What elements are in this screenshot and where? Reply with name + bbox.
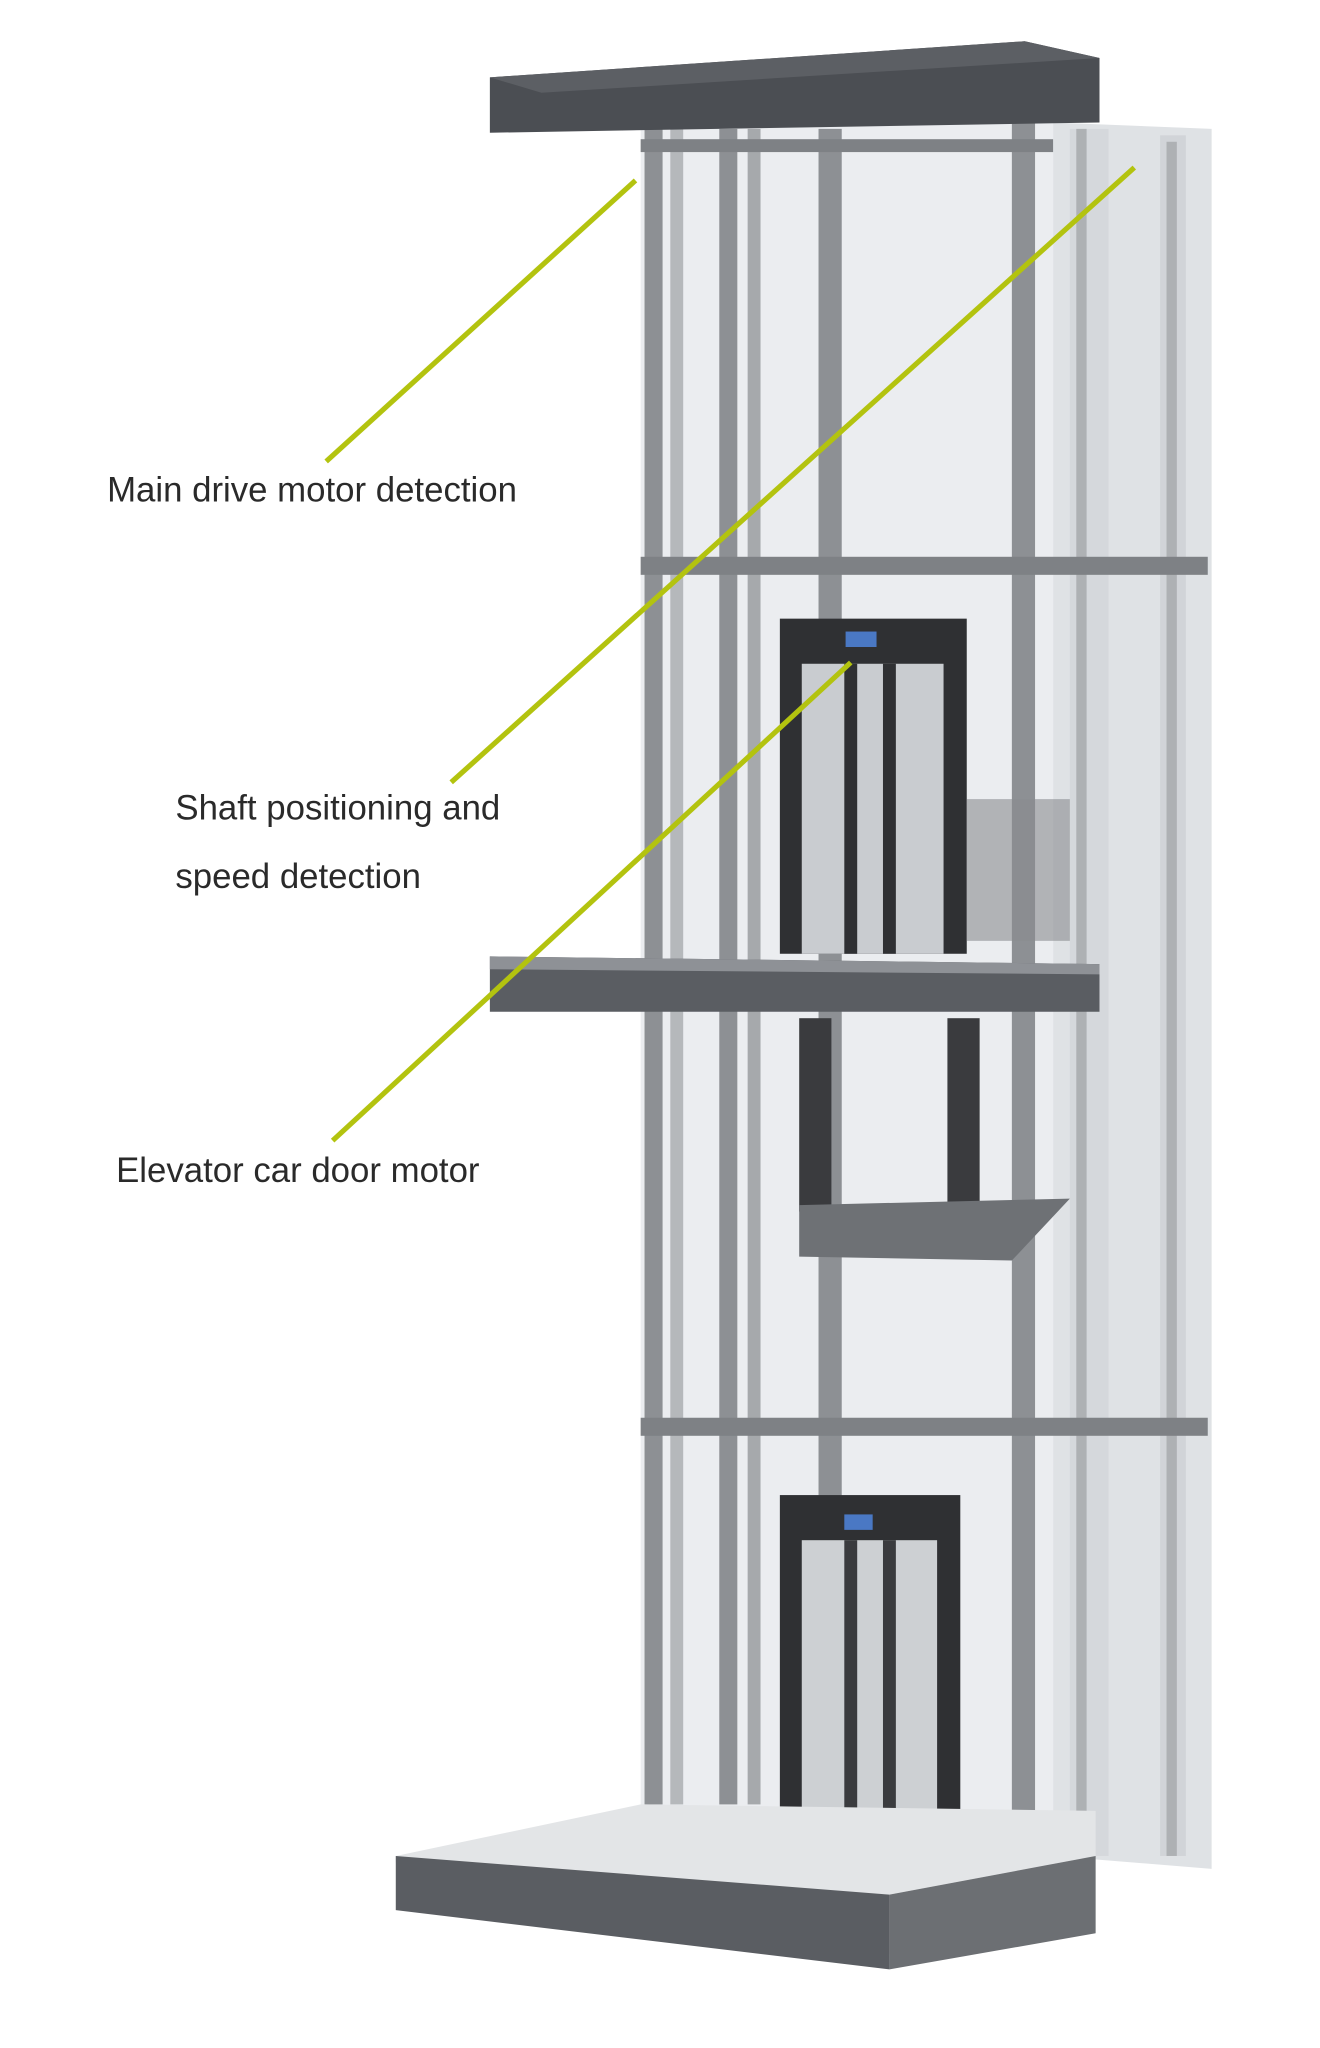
callout-line-door-motor <box>330 660 853 1143</box>
middle-elevator-car <box>799 1018 1070 1261</box>
label-main-drive: Main drive motor detection <box>107 471 517 509</box>
frame-beams <box>640 139 1208 1436</box>
label-shaft-line2: speed detection <box>175 858 421 896</box>
label-door-motor: Elevator car door motor <box>116 1152 479 1190</box>
upper-elevator-car <box>779 618 1070 954</box>
ground-elevator-door <box>779 1495 961 1837</box>
callout-line-shaft <box>449 165 1137 785</box>
callout-line-main-drive <box>324 178 638 464</box>
label-shaft-line1: Shaft positioning and <box>175 790 500 828</box>
